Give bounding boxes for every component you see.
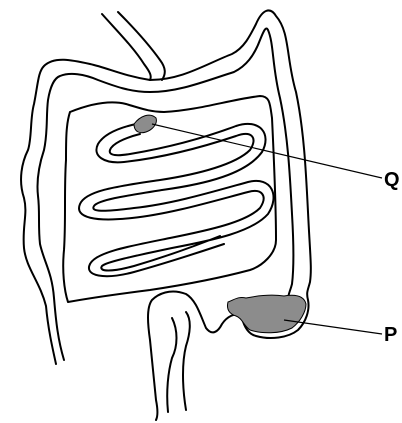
region-p-shaded [227,295,306,333]
rectum-strand-b [183,312,190,410]
rectum-strand-a [167,318,176,412]
upper-tube-right [118,12,165,80]
cavity-boundary [63,96,276,302]
label-q: Q [384,170,400,190]
leader-line-p [284,320,382,334]
label-p: P [384,325,397,345]
